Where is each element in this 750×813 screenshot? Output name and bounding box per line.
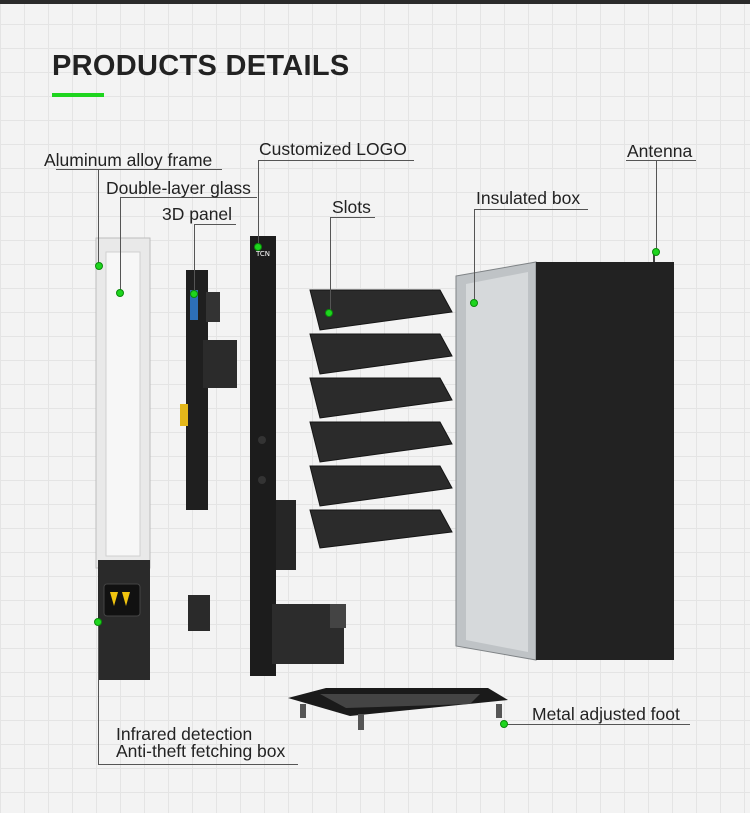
callout-line-logo bbox=[258, 160, 414, 161]
callout-line-box bbox=[474, 209, 588, 210]
title-underline bbox=[52, 93, 104, 97]
label-infrared: Infrared detection bbox=[116, 724, 253, 744]
label-insulated-box: Insulated box bbox=[476, 188, 581, 208]
callout-line-3d-v bbox=[194, 224, 195, 294]
dot-foot bbox=[500, 720, 508, 728]
panel-3d bbox=[180, 270, 237, 631]
callout-line-antenna-v bbox=[656, 160, 657, 252]
callout-line-foot bbox=[504, 724, 690, 725]
callout-line-slots-v bbox=[330, 217, 331, 313]
page-title: PRODUCTS DETAILS bbox=[52, 50, 350, 82]
label-3d-panel: 3D panel bbox=[162, 204, 233, 224]
callout-line-aluminum-v bbox=[98, 169, 99, 263]
logo-text: TCN bbox=[255, 250, 270, 258]
dot-box bbox=[470, 299, 478, 307]
callout-line-logo-v bbox=[258, 160, 259, 246]
logo-column: TCN bbox=[250, 236, 346, 676]
label-double-glass: Double-layer glass bbox=[106, 178, 251, 198]
callout-line-aluminum bbox=[56, 169, 222, 170]
dot-aluminum bbox=[95, 262, 103, 270]
dot-logo bbox=[254, 243, 262, 251]
callout-line-box-v bbox=[474, 209, 475, 303]
cabinet bbox=[455, 250, 674, 661]
slots-trays bbox=[309, 289, 453, 549]
callout-line-glass bbox=[120, 197, 257, 198]
callout-line-antenna bbox=[626, 160, 696, 161]
label-custom-logo: Customized LOGO bbox=[259, 139, 407, 159]
label-metal-foot: Metal adjusted foot bbox=[532, 704, 680, 724]
callout-line-3d bbox=[194, 224, 236, 225]
dot-glass bbox=[116, 289, 124, 297]
callout-line-glass-v bbox=[120, 197, 121, 293]
dot-slots bbox=[325, 309, 333, 317]
callout-line-slots bbox=[330, 217, 375, 218]
top-bar bbox=[0, 0, 750, 4]
door-frame bbox=[95, 237, 151, 680]
label-aluminum-frame: Aluminum alloy frame bbox=[44, 150, 213, 170]
dot-infrared bbox=[94, 618, 102, 626]
label-slots: Slots bbox=[332, 197, 371, 217]
dot-3d bbox=[190, 290, 198, 298]
label-antenna: Antenna bbox=[627, 141, 693, 161]
base-foot bbox=[288, 688, 508, 730]
label-anti-theft: Anti-theft fetching box bbox=[116, 741, 286, 761]
callout-line-infrared-v bbox=[98, 622, 99, 764]
callout-line-infrared bbox=[98, 764, 298, 765]
dot-antenna bbox=[652, 248, 660, 256]
